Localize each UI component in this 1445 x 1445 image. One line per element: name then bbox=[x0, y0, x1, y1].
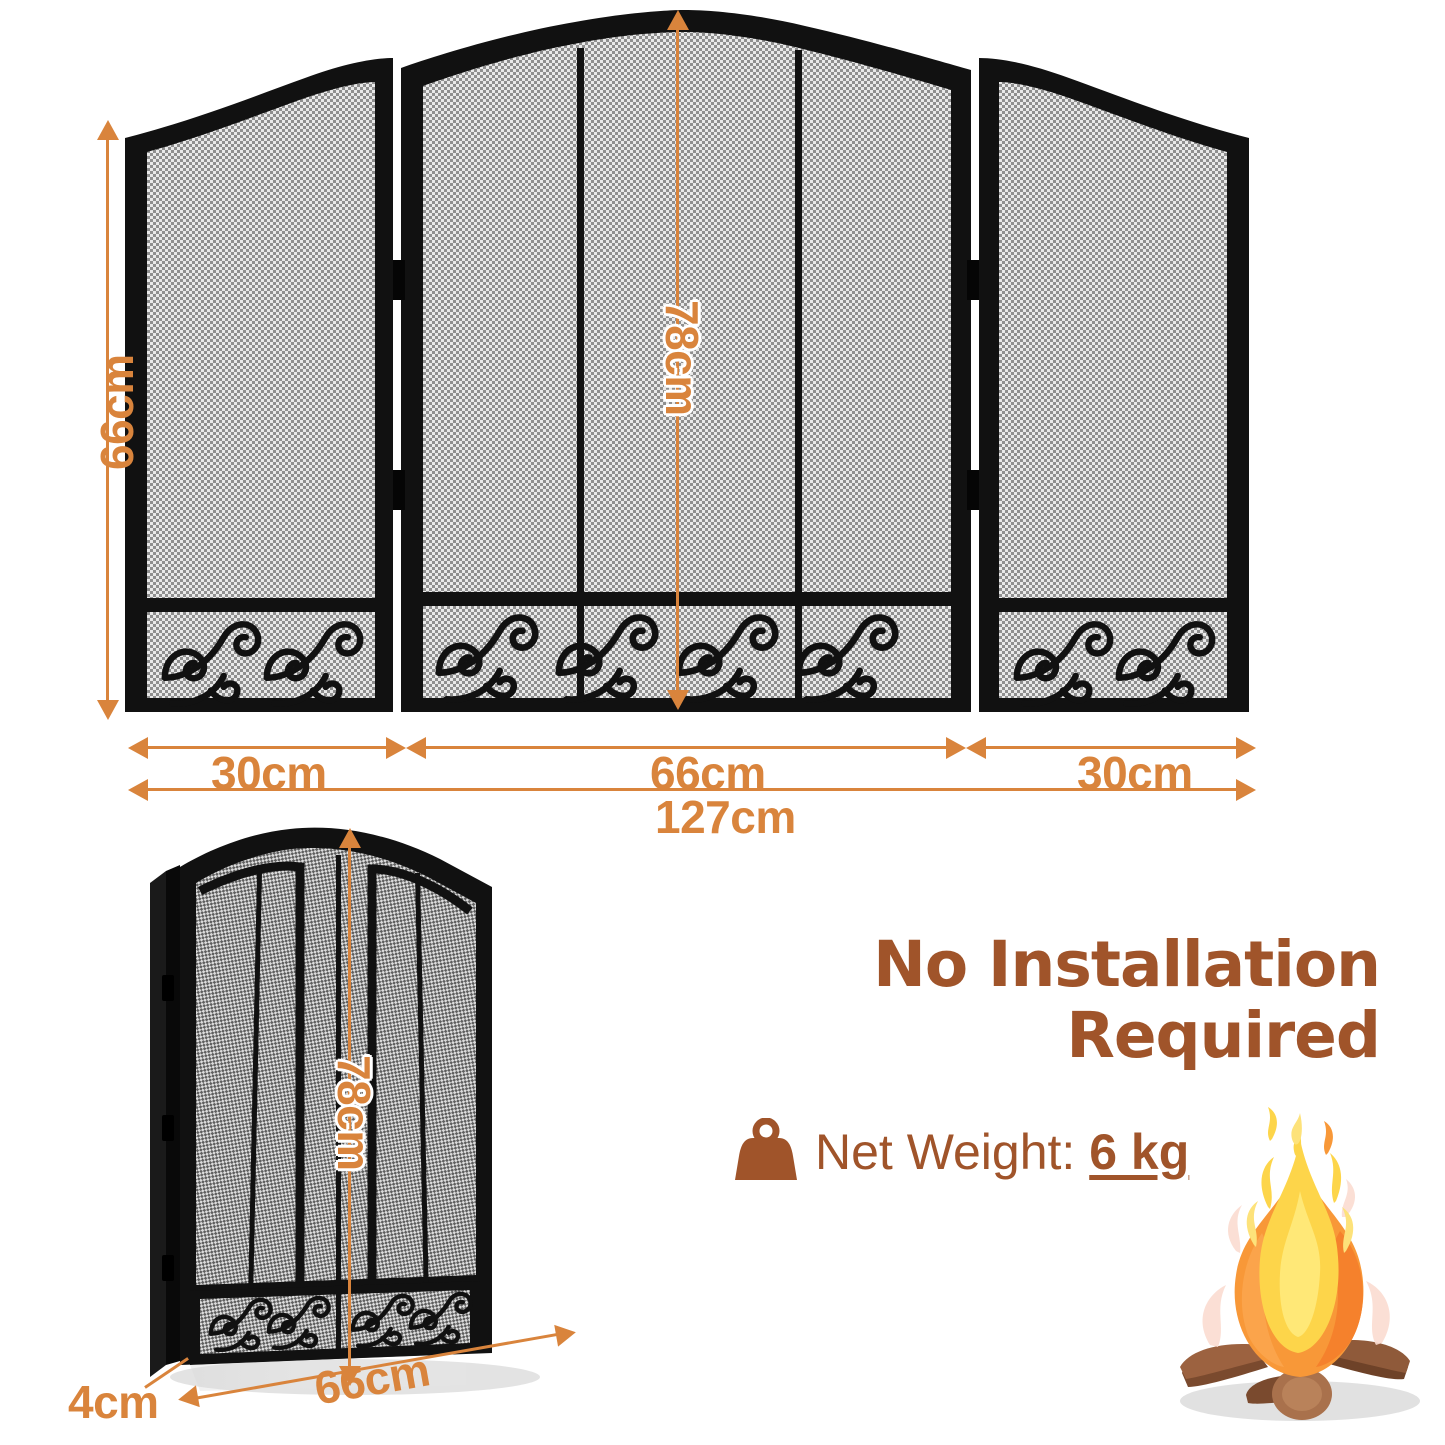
weight-kettlebell-icon bbox=[735, 1118, 797, 1180]
dim-arrow-total-width bbox=[128, 777, 1256, 803]
dim-label-78cm-center-height: 78cm bbox=[656, 300, 708, 416]
net-weight-label: Net Weight: bbox=[815, 1124, 1076, 1180]
promo-line-1: No Installation bbox=[873, 928, 1381, 1001]
dim-arrow-left-panel-width bbox=[128, 735, 406, 761]
dim-arrow-center-panel-width bbox=[406, 735, 966, 761]
unfolded-screen-illustration bbox=[125, 10, 1249, 712]
folded-screen-illustration bbox=[150, 827, 540, 1395]
promo-heading: No Installation Required bbox=[640, 928, 1381, 1072]
dim-arrow-center-height bbox=[665, 10, 691, 710]
dim-arrow-overall-height bbox=[95, 120, 121, 720]
dim-label-127cm-total: 127cm bbox=[655, 791, 796, 843]
net-weight-row: Net Weight: 6 kg bbox=[733, 1118, 1189, 1186]
net-weight-text: Net Weight: 6 kg bbox=[815, 1123, 1189, 1181]
dim-label-4cm-depth: 4cm bbox=[68, 1376, 159, 1428]
dim-arrow-right-panel-width bbox=[966, 735, 1256, 761]
right-panel bbox=[979, 58, 1249, 712]
dim-label-66cm-height: 66cm bbox=[91, 354, 143, 470]
left-panel bbox=[125, 58, 393, 712]
center-panel bbox=[393, 10, 979, 712]
promo-line-2: Required bbox=[1066, 998, 1381, 1072]
dim-label-78cm-folded-height: 78cm bbox=[328, 1055, 380, 1171]
net-weight-value: 6 kg bbox=[1089, 1124, 1190, 1180]
campfire-icon bbox=[1180, 1107, 1420, 1421]
